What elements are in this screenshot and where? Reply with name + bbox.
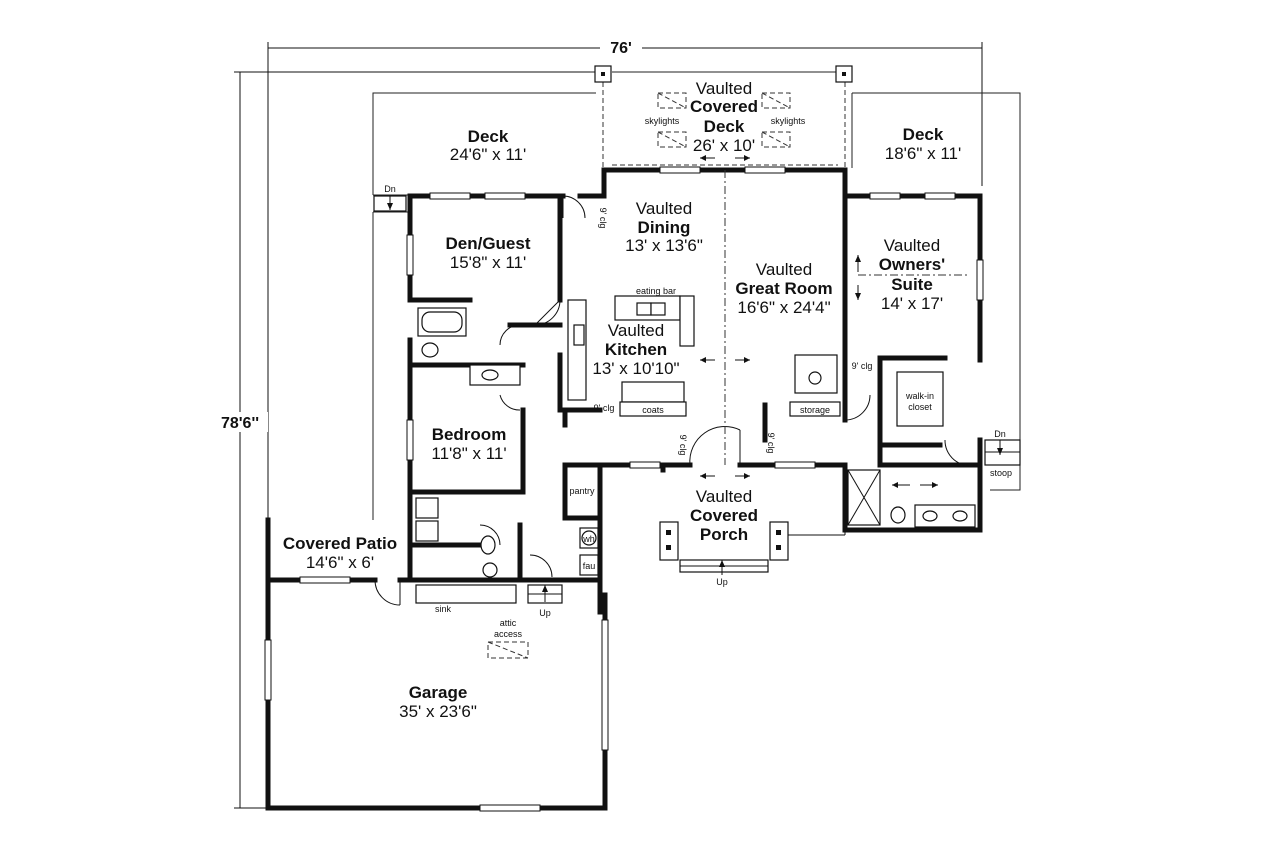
den-name: Den/Guest xyxy=(445,234,530,253)
access-label: access xyxy=(494,629,523,639)
storage-label: storage xyxy=(800,405,830,415)
skylights-label-right: skylights xyxy=(771,116,806,126)
porch-vaulted: Vaulted xyxy=(696,487,752,506)
owners-suite-size: 14' x 17' xyxy=(881,294,943,313)
clg-label-kitchen: 9' clg xyxy=(594,403,615,413)
kitchen-size: 13' x 10'10" xyxy=(592,359,679,378)
clg-label-foyer: 9' clg xyxy=(678,435,688,456)
covered-deck-covered: Covered xyxy=(690,97,758,116)
deck-right-size: 18'6" x 11' xyxy=(885,144,961,163)
dn-label-stoop: Dn xyxy=(994,429,1006,439)
owners-suite-owners: Owners' xyxy=(879,255,945,274)
great-room-vaulted: Vaulted xyxy=(756,260,812,279)
owners-suite-vaulted: Vaulted xyxy=(884,236,940,255)
clg-label-dining: 9' clg xyxy=(598,208,608,229)
deck-right-name: Deck xyxy=(903,125,944,144)
sink-label: sink xyxy=(435,604,452,614)
depth-dimension: 78'6'' xyxy=(221,415,259,432)
attic-access-hatch xyxy=(487,641,529,659)
closet-label: closet xyxy=(908,402,932,412)
bedroom-size: 11'8" x 11' xyxy=(431,444,506,463)
kitchen-fixtures xyxy=(567,295,841,417)
great-room-size: 16'6" x 24'4" xyxy=(737,298,830,317)
fau-label: fau xyxy=(583,561,596,571)
skylights-label-left: skylights xyxy=(645,116,680,126)
deck-outlines xyxy=(372,71,1021,520)
pantry-label: pantry xyxy=(569,486,595,496)
kitchen-name: Kitchen xyxy=(605,340,667,359)
den-size: 15'8" x 11' xyxy=(450,253,526,272)
covered-patio-size: 14'6" x 6' xyxy=(306,553,374,572)
walk-in-label: walk-in xyxy=(905,391,934,401)
dining-vaulted: Vaulted xyxy=(636,199,692,218)
great-room-name: Great Room xyxy=(735,279,832,298)
up-label-porch: Up xyxy=(716,577,728,587)
dn-label-deck: Dn xyxy=(384,184,396,194)
dining-size: 13' x 13'6" xyxy=(625,236,703,255)
vault-lines xyxy=(724,170,970,465)
direction-arrows xyxy=(387,155,1003,602)
up-label-garage: Up xyxy=(539,608,551,618)
bedroom-name: Bedroom xyxy=(432,425,507,444)
dimension-lines xyxy=(212,40,983,809)
porch-posts xyxy=(659,521,846,561)
stoop-label: stoop xyxy=(990,468,1012,478)
doors xyxy=(374,195,976,606)
skylights xyxy=(657,92,791,148)
room-covered-deck: Vaulted Covered Deck 26' x 10' xyxy=(690,79,758,155)
wh-label: wh xyxy=(582,534,595,544)
covered-deck-name: Deck xyxy=(704,117,745,136)
attic-label: attic xyxy=(500,618,517,628)
garage-size: 35' x 23'6" xyxy=(399,702,477,721)
windows xyxy=(264,166,984,812)
covered-deck-vaulted: Vaulted xyxy=(696,79,752,98)
garage-name: Garage xyxy=(409,683,468,702)
deck-left-size: 24'6" x 11' xyxy=(450,145,526,164)
clg-label-hall: 9' clg xyxy=(766,433,776,454)
coats-label: coats xyxy=(642,405,664,415)
dining-name: Dining xyxy=(638,218,691,237)
width-dimension: 76' xyxy=(610,40,632,57)
eating-bar-label: eating bar xyxy=(636,286,676,296)
covered-deck-size: 26' x 10' xyxy=(693,136,755,155)
porch-name: Porch xyxy=(700,525,748,544)
clg-label-suite: 9' clg xyxy=(852,361,873,371)
covered-patio-name: Covered Patio xyxy=(283,534,397,553)
bath-fixtures xyxy=(415,307,976,604)
deck-posts xyxy=(594,65,853,83)
owners-suite-name: Suite xyxy=(891,275,933,294)
porch-covered: Covered xyxy=(690,506,758,525)
kitchen-vaulted: Vaulted xyxy=(608,321,664,340)
deck-left-name: Deck xyxy=(468,127,509,146)
